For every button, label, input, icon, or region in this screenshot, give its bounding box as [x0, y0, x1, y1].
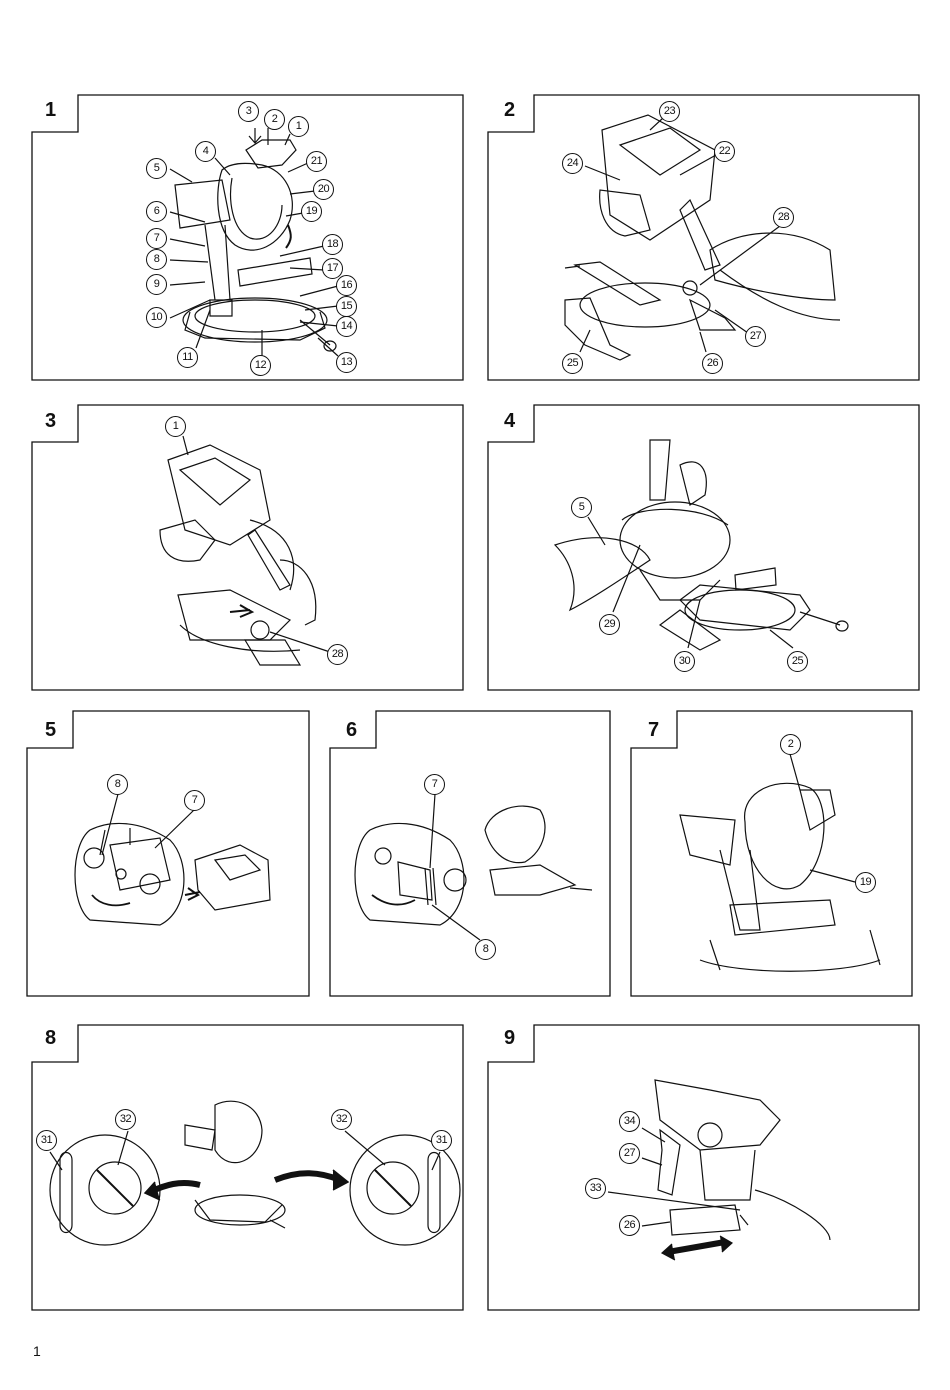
figure-9-frame: [487, 1024, 920, 1311]
callout-6: 6: [146, 201, 167, 222]
callout-33: 33: [585, 1178, 606, 1199]
hand-warning-labels-illustration: [49, 1100, 461, 1246]
saw-head-lowered-illustration: [679, 753, 881, 972]
callout-1: 1: [288, 116, 309, 137]
handle-release-illustration: [159, 435, 331, 666]
figure-7-number: 7: [648, 719, 660, 741]
callout-17: 17: [322, 258, 343, 279]
figure-4-frame: [487, 404, 920, 691]
figure-4-number: 4: [504, 410, 516, 432]
figure-1-number: 1: [45, 99, 57, 121]
lock-pin-release-illustration: [354, 793, 593, 941]
callout-22: 22: [714, 141, 735, 162]
callout-8: 8: [107, 774, 128, 795]
callout-16: 16: [336, 275, 357, 296]
callout-31: 31: [36, 1130, 57, 1151]
callout-1: 1: [165, 416, 186, 437]
figure-5-frame: [26, 710, 310, 997]
callout-5: 5: [146, 158, 167, 179]
callout-3: 3: [238, 101, 259, 122]
figure-1-frame: [31, 94, 464, 381]
callout-7: 7: [424, 774, 445, 795]
callout-8: 8: [146, 249, 167, 270]
callout-27: 27: [745, 326, 766, 347]
figure-3-frame: [31, 404, 464, 691]
figure-5-panel: 5 8 7: [26, 710, 310, 997]
callout-32: 32: [331, 1109, 352, 1130]
callout-19: 19: [301, 201, 322, 222]
callout-24: 24: [562, 153, 583, 174]
figure-9-panel: 9 34 27 33 26: [487, 1024, 920, 1311]
figure-9-number: 9: [504, 1027, 516, 1049]
callout-23: 23: [659, 101, 680, 122]
figure-8-panel: 8 31 32 32 31: [31, 1024, 464, 1311]
callout-27: 27: [619, 1143, 640, 1164]
callout-9: 9: [146, 274, 167, 295]
figure-3-number: 3: [45, 410, 57, 432]
figure-6-number: 6: [346, 719, 358, 741]
miter-saw-raised-illustration: [564, 114, 841, 361]
callout-29: 29: [599, 614, 620, 635]
figure-8-frame: [31, 1024, 464, 1311]
figure-6-panel: 6 7 8: [329, 710, 611, 997]
callout-15: 15: [336, 296, 357, 317]
callout-26: 26: [702, 353, 723, 374]
figure-5-number: 5: [45, 719, 57, 741]
no-hands-icon: [88, 1161, 142, 1215]
figure-7-panel: 7 2 19: [630, 710, 913, 997]
lock-pin-closeup-illustration: [74, 793, 271, 926]
callout-20: 20: [313, 179, 334, 200]
callout-25: 25: [787, 651, 808, 672]
figure-8-number: 8: [45, 1027, 57, 1049]
callout-7: 7: [184, 790, 205, 811]
callout-19: 19: [855, 872, 876, 893]
no-hands-icon: [366, 1161, 420, 1215]
callout-10: 10: [146, 307, 167, 328]
miter-saw-illustration: [169, 128, 339, 357]
page-number: 1: [33, 1343, 41, 1359]
callout-2: 2: [780, 734, 801, 755]
callout-2: 2: [264, 109, 285, 130]
stopper-pin-closeup-illustration: [607, 1079, 831, 1261]
callout-28: 28: [773, 207, 794, 228]
callout-34: 34: [619, 1111, 640, 1132]
callout-8: 8: [475, 939, 496, 960]
callout-31: 31: [431, 1130, 452, 1151]
callout-7: 7: [146, 228, 167, 249]
callout-30: 30: [674, 651, 695, 672]
saw-with-dust-bag-illustration: [553, 439, 849, 651]
figure-2-number: 2: [504, 99, 516, 121]
callout-21: 21: [306, 151, 327, 172]
callout-26: 26: [619, 1215, 640, 1236]
figure-6-frame: [329, 710, 611, 997]
callout-11: 11: [177, 347, 198, 368]
callout-5: 5: [571, 497, 592, 518]
figure-2-frame: [487, 94, 920, 381]
callout-28: 28: [327, 644, 348, 665]
callout-25: 25: [562, 353, 583, 374]
callout-18: 18: [322, 234, 343, 255]
callout-32: 32: [115, 1109, 136, 1130]
callout-13: 13: [336, 352, 357, 373]
figure-4-panel: 4 5 29 30 25: [487, 404, 920, 691]
figure-3-panel: 3 1 28: [31, 404, 464, 691]
figure-7-frame: [630, 710, 913, 997]
callout-12: 12: [250, 355, 271, 376]
callout-4: 4: [195, 141, 216, 162]
